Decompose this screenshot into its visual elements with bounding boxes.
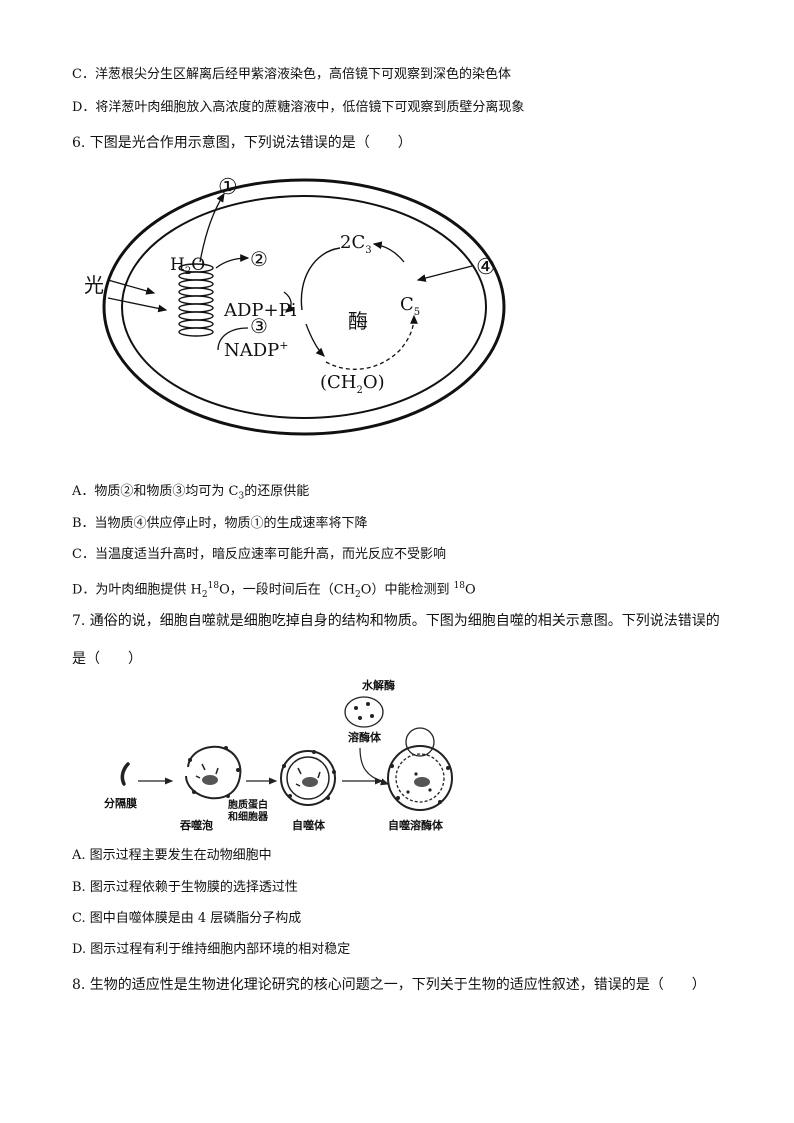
photosynthesis-diagram: 光 H2O ① ② ADP+Pi ③ NADP+ 2C3 酶 C5 ④ (CH2… [84, 175, 506, 436]
enzyme-label: 酶 [348, 309, 368, 333]
ch2o-label: (CH2O) [320, 372, 385, 396]
q7-option-c: C. 图中自噬体膜是由 4 层磷脂分子构成 [72, 911, 302, 926]
q6-option-b: B．当物质④供应停止时，物质①的生成速率将下降 [72, 516, 368, 531]
circle-label-3: ③ [250, 314, 268, 338]
phagophore-icon [185, 745, 242, 800]
q7-stem-line1: 7. 通俗的说，细胞自噬就是细胞吃掉自身的结构和物质。下图为细胞自噬的相关示意图… [72, 613, 720, 629]
thylakoid-stack-icon [178, 263, 214, 337]
circle-label-4: ④ [476, 255, 496, 280]
q7-option-b: B. 图示过程依赖于生物膜的选择透过性 [72, 880, 298, 895]
q5-option-c: C．洋葱根尖分生区解离后经甲紫溶液染色，高倍镜下可观察到深色的染色体 [72, 67, 511, 82]
q6-option-d: D．为叶肉细胞提供 H218O，一段时间后在（CH2O）中能检测到 18O [72, 581, 476, 600]
q6-option-a: A．物质②和物质③均可为 C3的还原供能 [72, 484, 310, 502]
q7-stem-line2: 是（ ） [72, 651, 142, 667]
lysosome-top [344, 696, 384, 728]
autolysosome-label: 自噬溶酶体 [388, 818, 444, 832]
q6-stem: 6. 下图是光合作用示意图，下列说法错误的是（ ） [72, 135, 412, 151]
autophagosome-label: 自噬体 [292, 818, 326, 832]
autophagy-diagram: 水解酶 溶酶体 分隔膜 吞噬泡 胞质蛋白 和细胞器 自噬体 [104, 678, 453, 832]
separation-membrane-icon [120, 762, 130, 786]
h2o-label: H2O [170, 255, 205, 277]
circle-label-1: ① [218, 175, 238, 200]
light-label: 光 [84, 273, 104, 297]
q6-option-c: C．当温度适当升高时，暗反应速率可能升高，而光反应不受影响 [72, 547, 446, 562]
nadp-label: NADP+ [224, 339, 289, 361]
q5-option-d: D．将洋葱叶肉细胞放入高浓度的蔗糖溶液中，低倍镜下可观察到质壁分离现象 [72, 100, 525, 115]
autophagosome-icon [280, 750, 336, 806]
hydrolase-label: 水解酶 [362, 678, 395, 692]
circle-label-2: ② [250, 247, 268, 271]
lysosome-label: 溶酶体 [348, 730, 382, 744]
chloroplast-inner-membrane [121, 195, 487, 419]
phagophore-label: 吞噬泡 [180, 818, 213, 832]
q7-option-a: A. 图示过程主要发生在动物细胞中 [72, 848, 272, 863]
chloroplast-outer-membrane [102, 178, 506, 436]
separation-membrane-label: 分隔膜 [104, 796, 137, 810]
cargo-label-line1: 胞质蛋白 [227, 798, 268, 811]
c3-label: 2C3 [340, 232, 372, 256]
adp-pi-label: ADP+Pi [223, 300, 297, 321]
q7-option-d: D. 图示过程有利于维持细胞内部环境的相对稳定 [72, 942, 351, 957]
c5-label: C5 [400, 294, 420, 318]
autolysosome-icon [387, 727, 453, 811]
cargo-label-line2: 和细胞器 [227, 810, 269, 823]
q8-stem: 8. 生物的适应性是生物进化理论研究的核心问题之一，下列关于生物的适应性叙述，错… [72, 977, 706, 993]
